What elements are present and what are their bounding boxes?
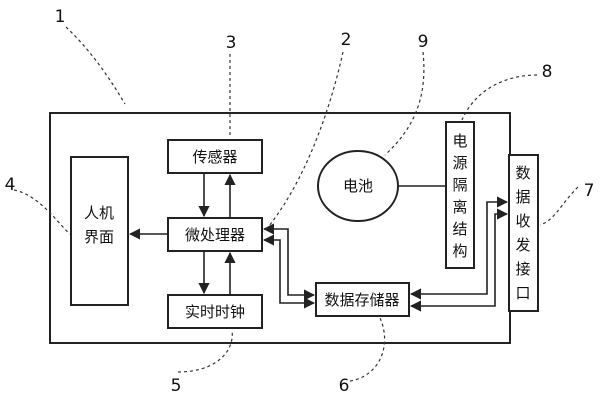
data-storage-box bbox=[315, 282, 410, 317]
isolation-char-2: 源 bbox=[452, 154, 467, 172]
transceiver-interface-box bbox=[508, 154, 539, 312]
leader-7 bbox=[539, 186, 579, 226]
transceiver-char-4: 发 bbox=[515, 236, 530, 254]
leader-4 bbox=[13, 189, 71, 235]
callout-9: 9 bbox=[418, 32, 429, 52]
isolation-char-6: 构 bbox=[452, 242, 467, 260]
callout-5: 5 bbox=[171, 376, 182, 396]
callout-7: 7 bbox=[584, 181, 595, 201]
transceiver-char-1: 数 bbox=[515, 164, 530, 182]
link-mcu-storage-inner bbox=[262, 234, 316, 309]
callout-6: 6 bbox=[339, 376, 350, 396]
battery-label: 电池 bbox=[343, 177, 373, 195]
data-storage-label: 数据存储器 bbox=[324, 291, 399, 309]
isolation-char-5: 结 bbox=[452, 220, 467, 238]
transceiver-char-5: 接 bbox=[515, 260, 530, 278]
isolation-char-1: 电 bbox=[452, 132, 467, 150]
microprocessor-label: 微处理器 bbox=[185, 226, 245, 244]
leader-5 bbox=[177, 329, 233, 373]
leader-9 bbox=[384, 51, 425, 156]
callout-4: 4 bbox=[5, 175, 16, 195]
sensor-label: 传感器 bbox=[192, 148, 237, 166]
callout-2: 2 bbox=[341, 30, 352, 50]
hmi-label-line1: 人机 bbox=[84, 204, 114, 222]
leader-6 bbox=[349, 317, 386, 382]
callout-8: 8 bbox=[542, 62, 553, 82]
callout-1: 1 bbox=[55, 7, 66, 27]
microprocessor-box bbox=[167, 217, 263, 252]
rtc-box bbox=[167, 294, 263, 329]
hmi-label-line2: 界面 bbox=[84, 228, 114, 246]
isolation-char-3: 隔 bbox=[452, 176, 467, 194]
rtc-label: 实时时钟 bbox=[185, 303, 245, 321]
leader-2 bbox=[263, 51, 344, 233]
transceiver-char-6: 口 bbox=[515, 284, 530, 302]
link-storage-transceiver-lower bbox=[409, 208, 509, 312]
callout-3: 3 bbox=[226, 33, 237, 53]
hmi-box bbox=[70, 156, 129, 306]
transceiver-char-2: 据 bbox=[515, 188, 530, 206]
isolation-char-4: 离 bbox=[452, 198, 467, 216]
sensor-box bbox=[167, 139, 263, 174]
leader-1 bbox=[65, 26, 126, 105]
transceiver-char-3: 收 bbox=[515, 212, 530, 230]
